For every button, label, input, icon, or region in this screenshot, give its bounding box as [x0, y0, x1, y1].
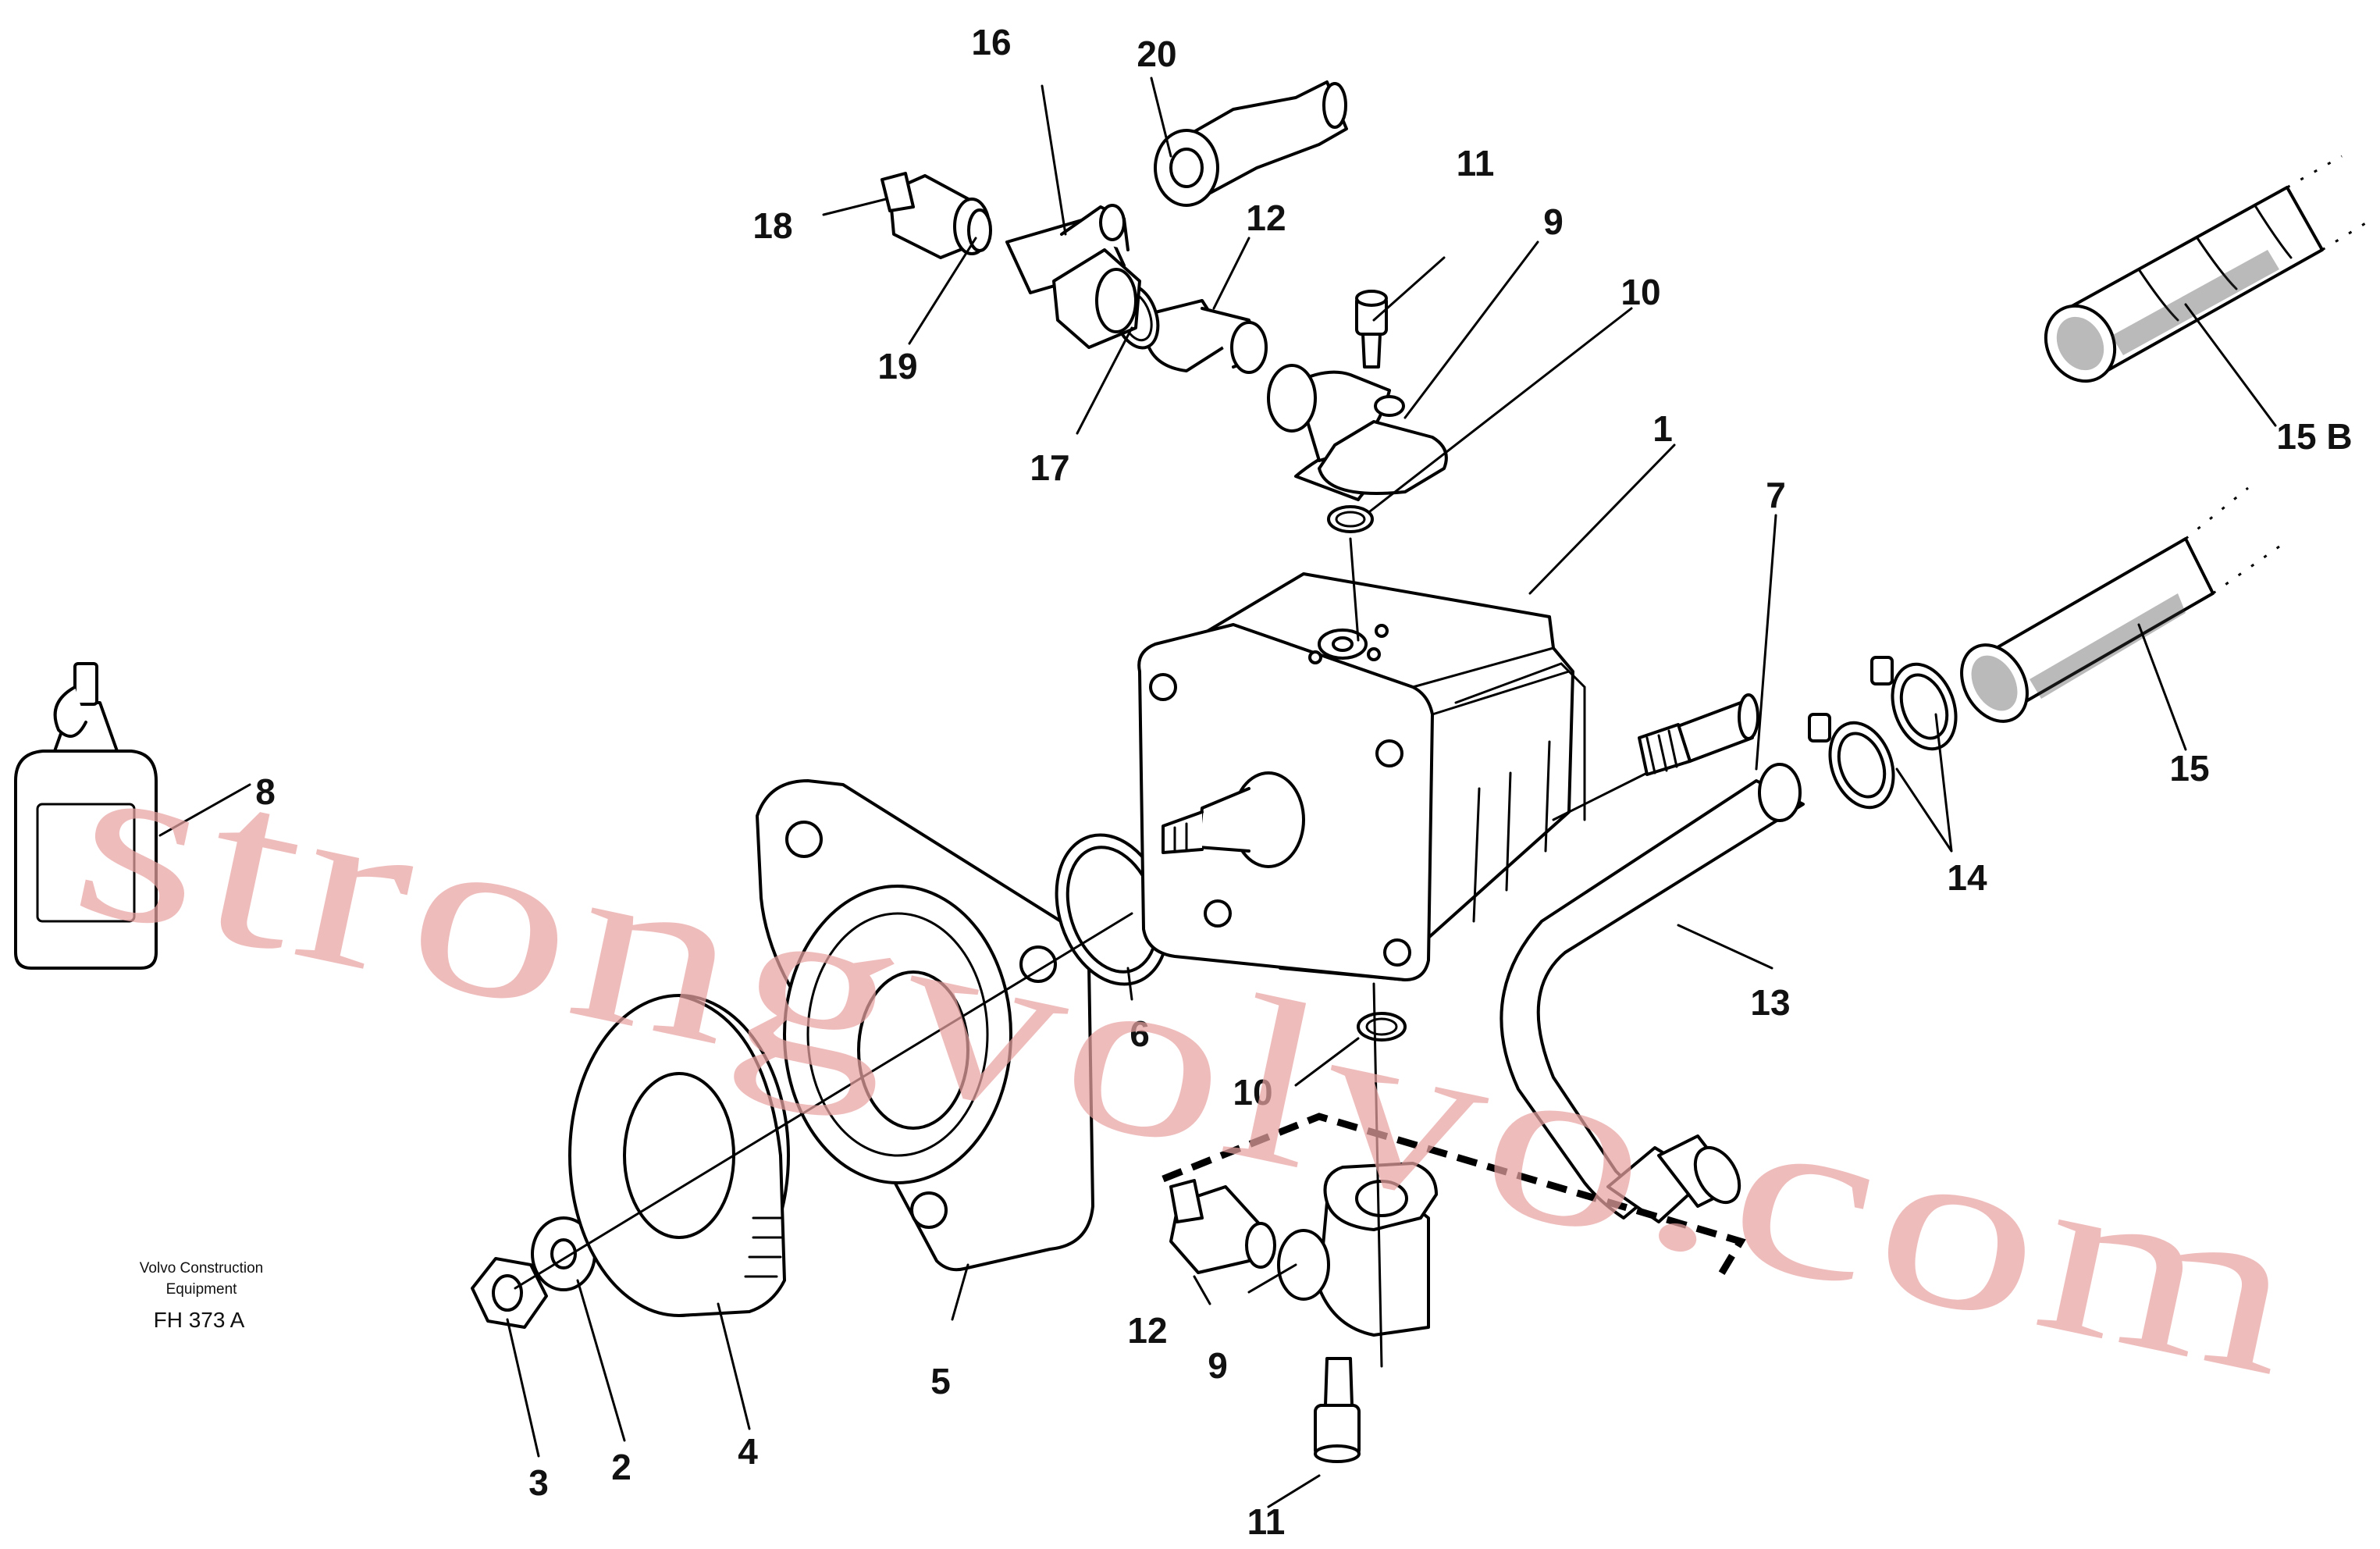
callout-10-upper: 10 — [1620, 272, 1660, 312]
callout-5: 5 — [930, 1361, 951, 1401]
callout-12-upper: 12 — [1246, 198, 1286, 238]
callout-17: 17 — [1030, 447, 1069, 488]
callout-10-lower: 10 — [1233, 1072, 1272, 1113]
part-10-o-ring-upper — [1327, 505, 1374, 533]
callout-18: 18 — [752, 205, 792, 246]
callout-19: 19 — [877, 346, 917, 386]
callout-8: 8 — [255, 771, 276, 812]
callout-7: 7 — [1766, 475, 1786, 515]
callout-4: 4 — [738, 1431, 758, 1472]
caption-company-line2: Equipment — [166, 1281, 238, 1298]
part-10-o-ring-lower — [1357, 1012, 1407, 1042]
figure-code: FH 373 A — [154, 1308, 245, 1332]
part-13-hose-assembly — [1500, 763, 1805, 1223]
callout-2: 2 — [611, 1447, 631, 1487]
part-6-o-ring — [1055, 833, 1170, 986]
part-11-screw-upper — [1355, 290, 1388, 369]
part-7-screw — [1638, 693, 1759, 776]
callout-15b: 15 B — [2276, 416, 2352, 457]
part-11-screw-lower — [1314, 1357, 1361, 1463]
callout-11-lower: 11 — [1247, 1501, 1286, 1542]
callout-1: 1 — [1652, 408, 1673, 449]
callout-12-lower: 12 — [1127, 1310, 1167, 1351]
assembly-axis-lines — [514, 537, 1649, 1368]
part-17b-nut — [1052, 248, 1141, 349]
part-20-hose-end — [1154, 80, 1348, 207]
part-12-adapter-upper — [1146, 299, 1268, 374]
part-1-hydraulic-pump — [1137, 572, 1586, 981]
part-15b-protective-sleeve — [2044, 155, 2374, 383]
caption-company-line1: Volvo Construction — [140, 1260, 263, 1277]
callout-16: 16 — [971, 22, 1011, 62]
part-15-protective-hose — [1960, 486, 2280, 723]
part-14-hose-clamps — [1808, 656, 1958, 810]
callout-20: 20 — [1137, 34, 1176, 74]
callout-labels: 1 2 3 4 5 6 7 8 9 9 10 10 11 11 12 12 13… — [255, 22, 2352, 1542]
part-3-nut — [471, 1257, 548, 1329]
leader-lines — [158, 77, 2277, 1508]
part-8-locking-fluid-bottle — [14, 662, 158, 970]
assembly-boundary-lines — [1162, 1113, 1746, 1283]
callout-14: 14 — [1947, 857, 1987, 898]
figure-caption: Volvo Construction Equipment FH 373 A — [140, 1260, 263, 1332]
part-9-elbow-fitting-upper — [1267, 364, 1448, 501]
part-12-adapter-lower — [1169, 1179, 1276, 1274]
callout-3: 3 — [528, 1462, 549, 1503]
callout-9-lower: 9 — [1208, 1345, 1228, 1386]
callout-6: 6 — [1130, 1013, 1150, 1054]
callout-9-upper: 9 — [1543, 201, 1564, 242]
callout-13: 13 — [1750, 982, 1790, 1023]
part-9-elbow-fitting-lower — [1277, 1162, 1438, 1337]
callout-11-upper: 11 — [1457, 143, 1495, 183]
part-5-mounting-flange — [756, 779, 1094, 1272]
callout-15: 15 — [2169, 748, 2209, 789]
